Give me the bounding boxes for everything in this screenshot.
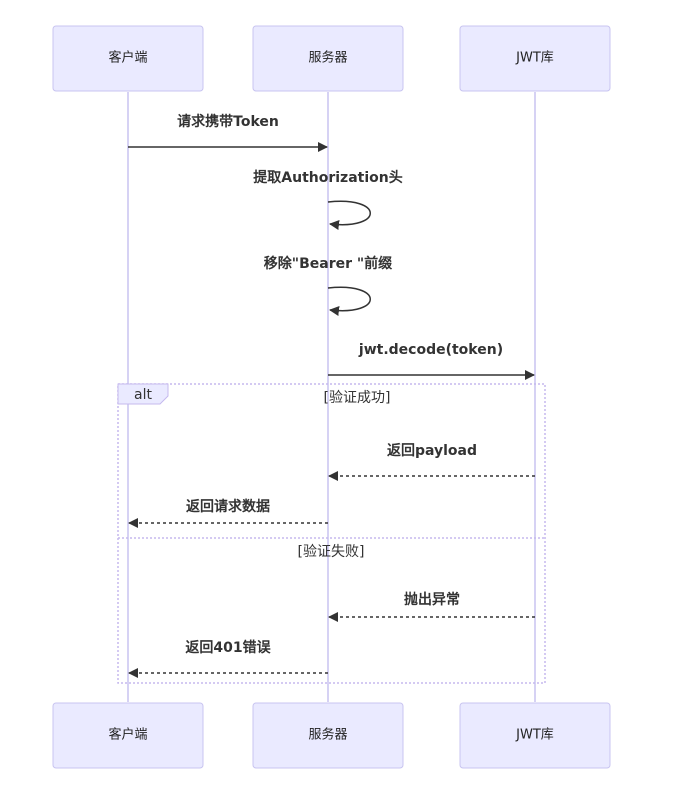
message-label-3: 移除"Bearer "前缀: [264, 255, 393, 272]
actor-jwt-top-label: JWT库: [515, 50, 554, 66]
alt-frame: [117, 383, 546, 684]
actor-server-bottom: 服务器: [252, 702, 404, 769]
actor-client-bottom: 客户端: [52, 702, 204, 769]
actor-server-top-label: 服务器: [308, 50, 347, 66]
actor-jwt-top: JWT库: [459, 25, 611, 92]
message-arrow-3: [327, 286, 371, 316]
actor-server-top: 服务器: [252, 25, 404, 92]
message-label-5: 返回payload: [387, 442, 477, 459]
alt-label: alt: [134, 387, 152, 403]
actor-jwt-bottom-label: JWT库: [515, 727, 554, 743]
condition-failure: [验证失败]: [298, 544, 365, 560]
actor-jwt-bottom: JWT库: [459, 702, 611, 769]
message-label-7: 抛出异常: [404, 591, 460, 608]
message-label-8: 返回401错误: [185, 639, 271, 656]
message-arrow-2: [327, 200, 371, 230]
message-label-2: 提取Authorization头: [253, 169, 402, 186]
actor-server-bottom-label: 服务器: [308, 727, 347, 743]
actor-client-top-label: 客户端: [108, 50, 147, 66]
message-label-4: jwt.decode(token): [358, 342, 503, 358]
condition-success: [验证成功]: [324, 390, 391, 406]
actor-client-top: 客户端: [52, 25, 204, 92]
actor-client-bottom-label: 客户端: [108, 727, 147, 743]
alt-label-tab: [117, 383, 169, 405]
message-label-6: 返回请求数据: [186, 498, 270, 515]
message-label-1: 请求携带Token: [177, 113, 279, 130]
